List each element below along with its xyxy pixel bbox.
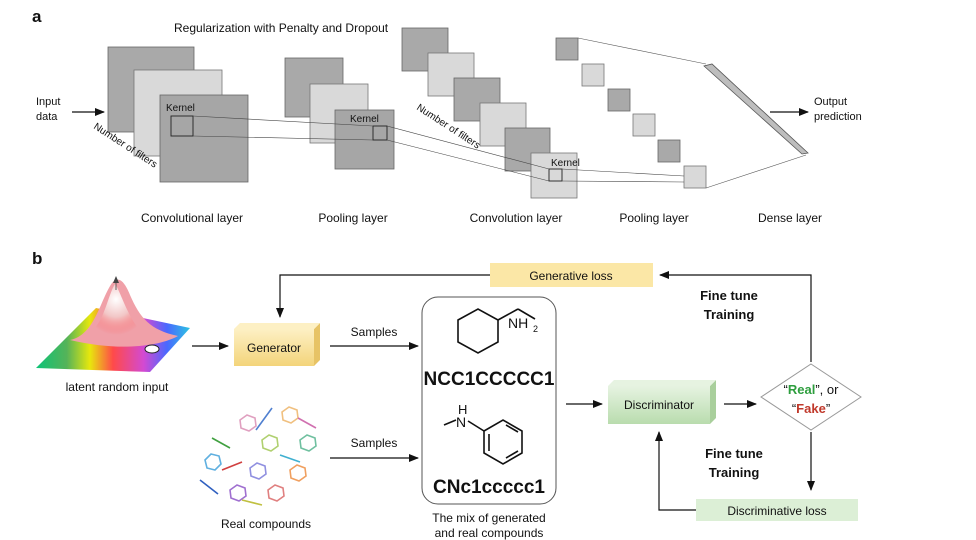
latent-landscape-image — [36, 276, 190, 372]
generator-label: Generator — [247, 341, 301, 355]
output-label-line1: Output — [814, 96, 847, 108]
kernel-label-3: Kernel — [551, 158, 580, 169]
molecule-2-smiles: CNc1ccccc1 — [433, 477, 545, 498]
kernel-label-1: Kernel — [166, 103, 195, 114]
fake-label: Fake — [796, 401, 826, 416]
discriminator-box — [608, 380, 716, 424]
fine-tune-bottom-line2: Training — [709, 465, 760, 480]
connection-lines-3 — [561, 168, 685, 183]
mix-caption-line1: The mix of generated — [432, 511, 545, 525]
discriminative-loss-label: Discriminative loss — [727, 504, 826, 518]
input-label-line2: data — [36, 111, 58, 123]
input-label-line1: Input — [36, 96, 60, 108]
generative-loss-label: Generative loss — [529, 269, 612, 283]
fine-tune-bottom-line1: Fine tune — [705, 446, 763, 461]
molecule-2-nitrogen: N — [456, 414, 466, 430]
molecule-1-structure — [457, 308, 536, 354]
discriminative-loss-to-discriminator-arrow — [655, 431, 696, 511]
dense-layer — [577, 37, 809, 189]
real-label: Real — [788, 382, 815, 397]
kernel-label-2: Kernel — [350, 114, 379, 125]
discriminative-loss-box — [696, 499, 858, 521]
fine-tune-top-line1: Fine tune — [700, 288, 758, 303]
panel-b-label: b — [32, 249, 42, 268]
discriminator-label: Discriminator — [624, 398, 694, 412]
generator-box — [234, 323, 320, 366]
connection-lines-1 — [192, 115, 374, 141]
connection-lines-2 — [386, 125, 550, 182]
molecule-2-structure — [443, 419, 523, 465]
regularization-title: Regularization with Penalty and Dropout — [174, 21, 389, 35]
molecule-1-smiles: NCC1CCCCC1 — [424, 369, 555, 390]
samples-label-top: Samples — [351, 325, 398, 339]
output-label-line2: prediction — [814, 111, 862, 123]
molecule-1-amine-subscript: 2 — [533, 324, 538, 334]
kernel-window-2 — [372, 125, 388, 141]
caption-dense-layer: Dense layer — [758, 211, 822, 225]
decision-fake-line: “Fake” — [792, 401, 830, 416]
kernel-window-3 — [548, 168, 563, 182]
kernel-window-1 — [170, 115, 194, 137]
molecule-1-amine: NH — [508, 315, 528, 331]
latent-random-input-label: latent random input — [66, 380, 169, 394]
fine-tune-top-line2: Training — [704, 307, 755, 322]
convolutional-layer-stack — [107, 46, 249, 183]
real-compounds-label: Real compounds — [221, 517, 311, 531]
generative-loss-box — [490, 263, 653, 287]
pooling-layer-2-stack — [555, 37, 707, 189]
pooling-layer-1-stack — [284, 57, 395, 170]
molecule-2-hydrogen: H — [458, 402, 467, 417]
decision-diamond — [760, 363, 862, 431]
caption-pooling-layer-2: Pooling layer — [619, 211, 688, 225]
real-compounds-image — [199, 406, 317, 506]
caption-convolutional-layer: Convolutional layer — [141, 211, 243, 225]
caption-convolution-layer: Convolution layer — [470, 211, 563, 225]
convolution-layer-2-stack — [401, 27, 578, 199]
samples-label-bottom: Samples — [351, 436, 398, 450]
generative-loss-to-generator-arrow — [276, 274, 490, 318]
panel-a-label: a — [32, 7, 42, 26]
decision-real-line: “Real”, or — [784, 382, 840, 397]
caption-pooling-layer-1: Pooling layer — [318, 211, 387, 225]
mix-caption-line2: and real compounds — [435, 526, 544, 540]
decision-to-generative-loss-arrow — [659, 271, 812, 362]
